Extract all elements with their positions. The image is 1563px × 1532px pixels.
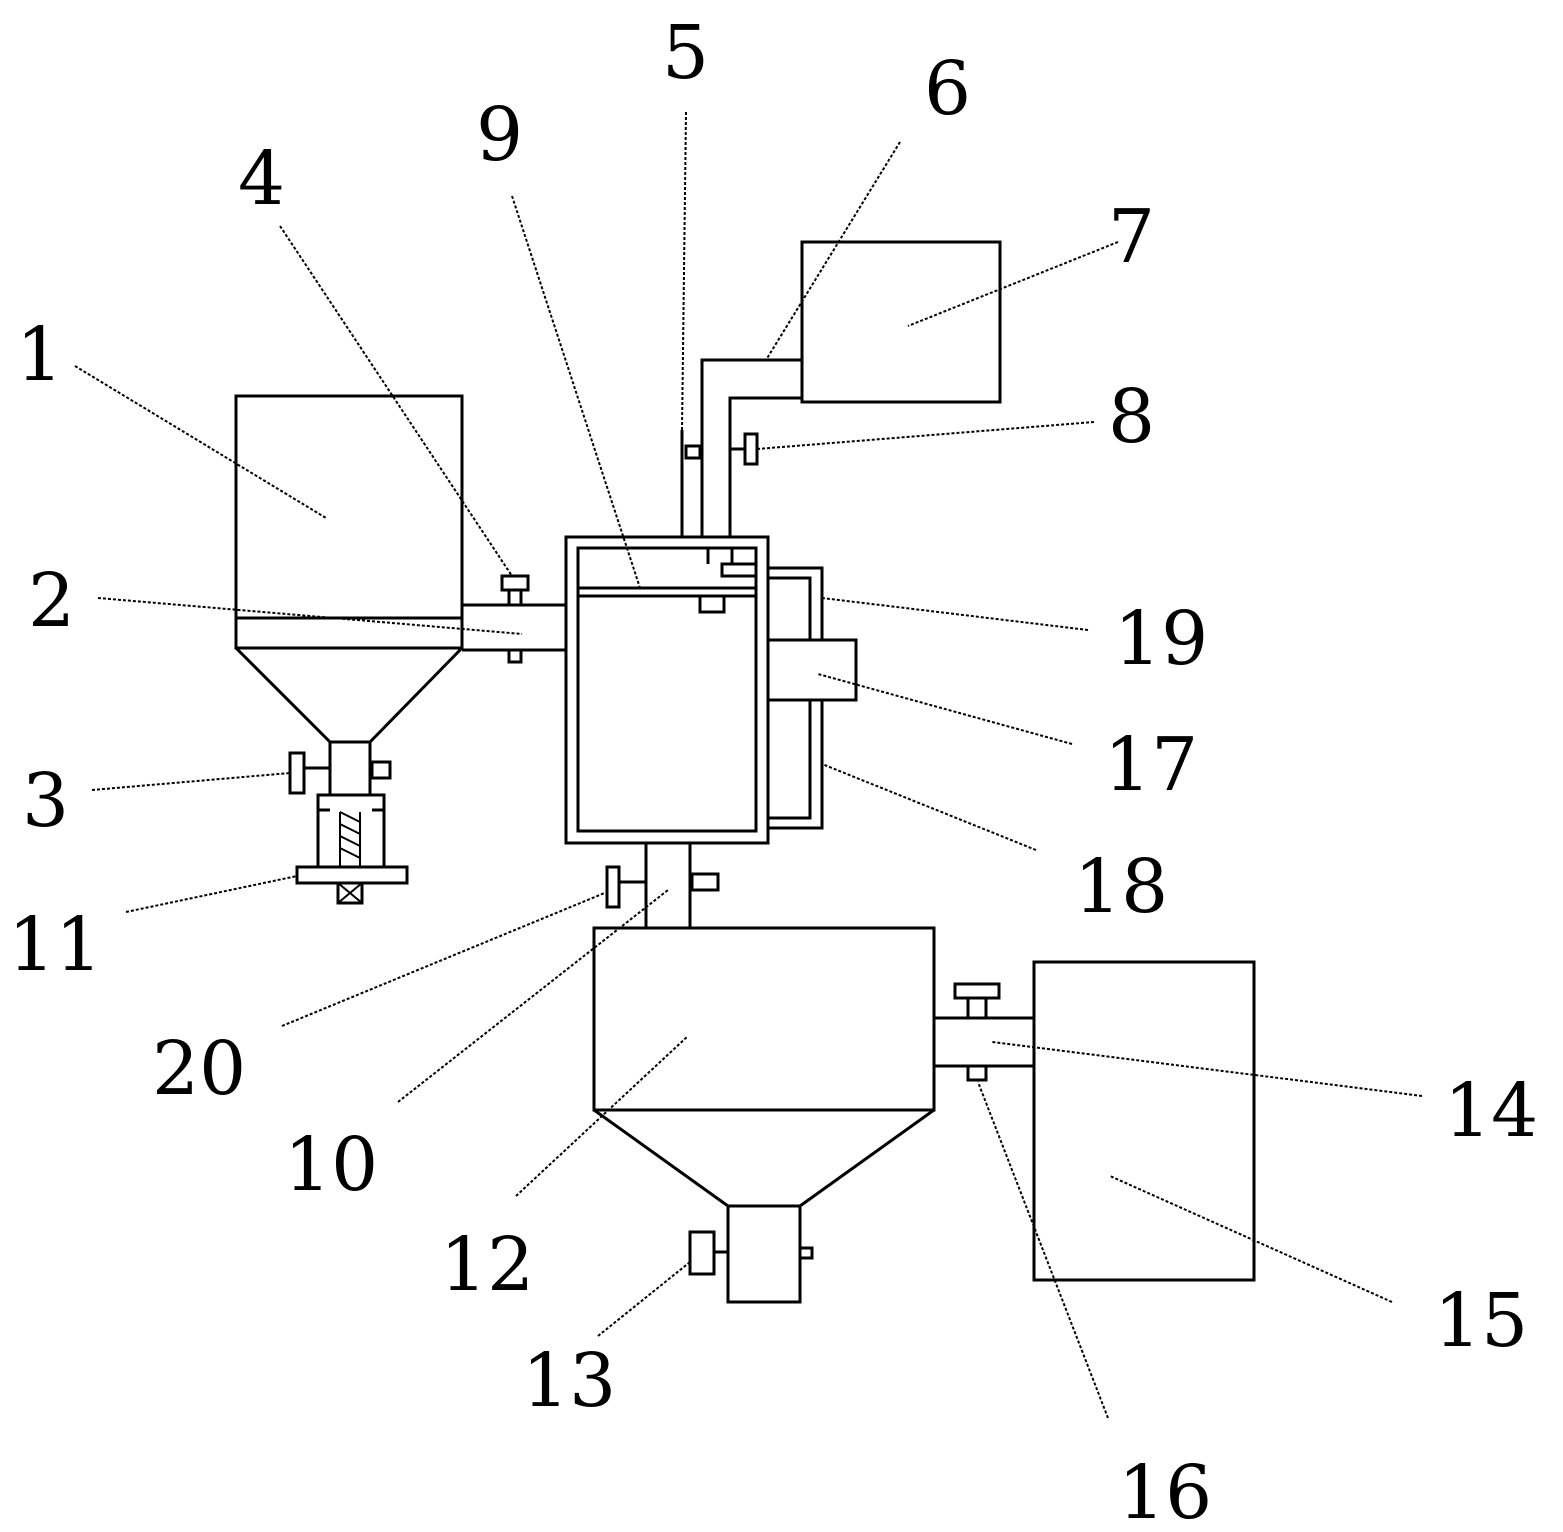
right-pipe <box>934 1016 1034 1068</box>
label-15: 15 <box>1434 1278 1528 1364</box>
label-16: 16 <box>1118 1450 1212 1532</box>
label-17: 17 <box>1104 722 1198 808</box>
connecting-pipe <box>462 603 566 652</box>
label-18: 18 <box>1074 844 1168 930</box>
number-labels: 1 2 3 4 5 6 7 8 9 10 11 12 13 14 15 16 1… <box>8 10 1538 1532</box>
left-hopper <box>234 394 464 795</box>
lower-hopper <box>592 926 936 1304</box>
label-6: 6 <box>924 46 971 132</box>
label-20: 20 <box>152 1026 246 1112</box>
upper-right-box <box>800 240 1002 404</box>
pipe-valve <box>500 574 530 664</box>
label-14: 14 <box>1444 1068 1538 1154</box>
label-8: 8 <box>1108 374 1155 460</box>
label-13: 13 <box>522 1338 616 1424</box>
leader-lines <box>74 111 1423 1419</box>
label-5: 5 <box>662 10 709 96</box>
label-7: 7 <box>1108 194 1155 280</box>
label-11: 11 <box>8 902 102 988</box>
lower-valve <box>605 865 720 909</box>
right-pipe-valve <box>953 982 1001 1082</box>
bottom-outlet-valve <box>688 1230 814 1276</box>
label-1: 1 <box>16 312 63 398</box>
label-19: 19 <box>1114 596 1208 682</box>
label-9: 9 <box>476 92 523 178</box>
lower-pipe <box>644 843 692 928</box>
left-outlet-valve <box>288 751 392 795</box>
side-box <box>766 638 858 702</box>
lower-right-box <box>1032 960 1256 1282</box>
label-3: 3 <box>22 758 69 844</box>
label-2: 2 <box>28 558 75 644</box>
label-12: 12 <box>440 1222 534 1308</box>
top-pipes <box>680 358 802 537</box>
label-4: 4 <box>238 136 285 222</box>
label-10: 10 <box>284 1122 378 1208</box>
central-tank <box>564 535 770 845</box>
screw-feeder <box>295 793 409 905</box>
